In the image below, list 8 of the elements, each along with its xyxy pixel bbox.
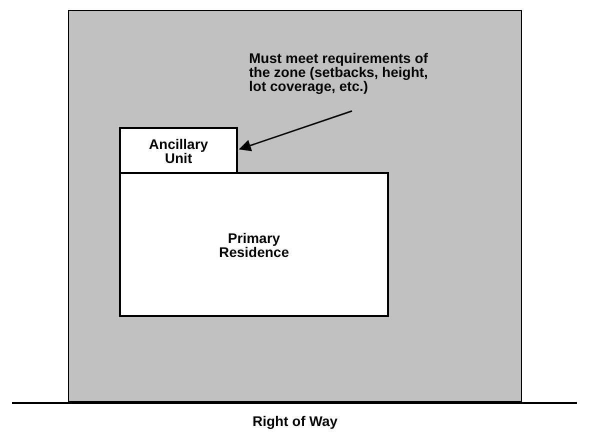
building-box: [119, 172, 389, 317]
lot-area: [68, 10, 522, 402]
arrow: [238, 110, 352, 152]
callout-text: Must meet requirements of the zone (setbacks, height, lot coverage, etc.): [249, 51, 429, 93]
street-label: Right of Way: [252, 413, 338, 429]
building-box: [119, 127, 238, 174]
building-label: Primary Residence: [218, 230, 290, 258]
building-label: Ancillary Unit: [148, 136, 210, 164]
